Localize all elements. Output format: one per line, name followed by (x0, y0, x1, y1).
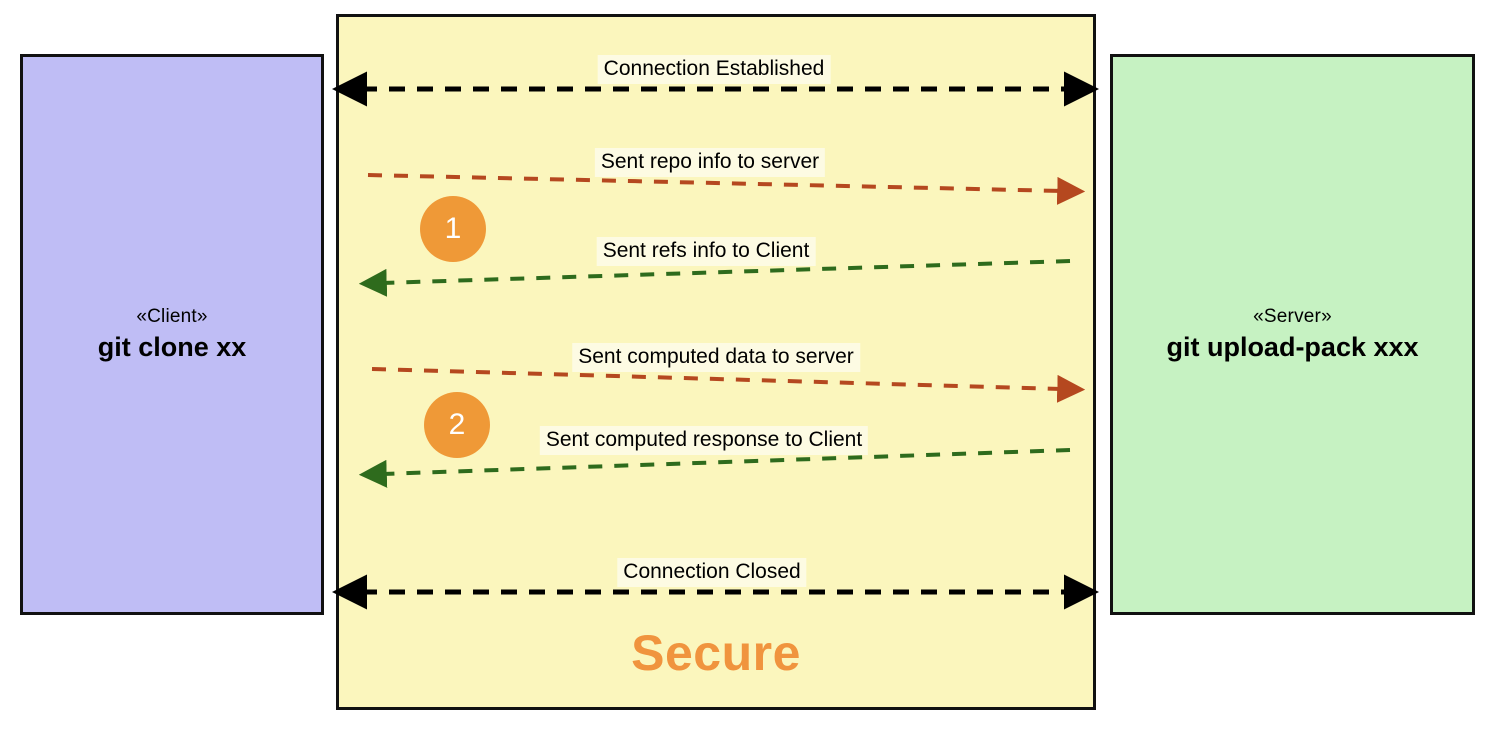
step-badge-1[interactable]: 1 (420, 196, 486, 262)
client-actor-box[interactable]: «Client» git clone xx (20, 54, 324, 615)
secure-title: Secure (631, 625, 801, 681)
client-name: git clone xx (97, 332, 247, 363)
message-label-sent-repo-info: Sent repo info to server (594, 148, 826, 178)
client-stereotype: «Client» (136, 306, 208, 328)
server-name: git upload-pack xxx (1166, 332, 1419, 363)
message-label-sent-computed-data: Sent computed data to server (572, 343, 860, 373)
message-label-connection-established: Connection Established (597, 55, 831, 85)
server-stereotype: «Server» (1253, 306, 1332, 328)
step-badge-1-number: 1 (444, 212, 462, 245)
step-badge-2-number: 2 (448, 408, 466, 441)
message-label-connection-closed: Connection Closed (617, 558, 807, 588)
step-badge-2[interactable]: 2 (424, 392, 490, 458)
message-label-sent-refs-info: Sent refs info to Client (596, 237, 816, 267)
server-actor-box[interactable]: «Server» git upload-pack xxx (1110, 54, 1475, 615)
message-label-sent-computed-response: Sent computed response to Client (539, 426, 869, 456)
